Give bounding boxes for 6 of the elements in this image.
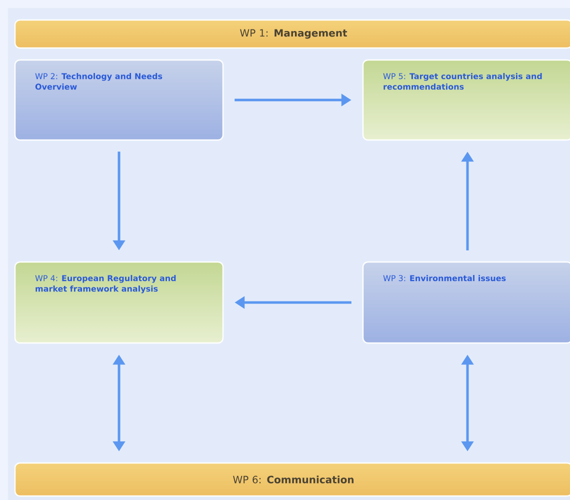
work-package-band: WP 6: Communication: [14, 462, 570, 497]
work-package-box: WP 5: Target countries analysis and recommendations: [362, 59, 570, 141]
work-package-box: WP 3: Environmental issues: [362, 261, 570, 344]
work-package-band: WP 1: Management: [14, 19, 570, 49]
work-package-box: WP 2: Technology and Needs Overview: [14, 59, 224, 141]
work-package-box: WP 4: European Regulatory and market framework analysis: [14, 261, 224, 344]
